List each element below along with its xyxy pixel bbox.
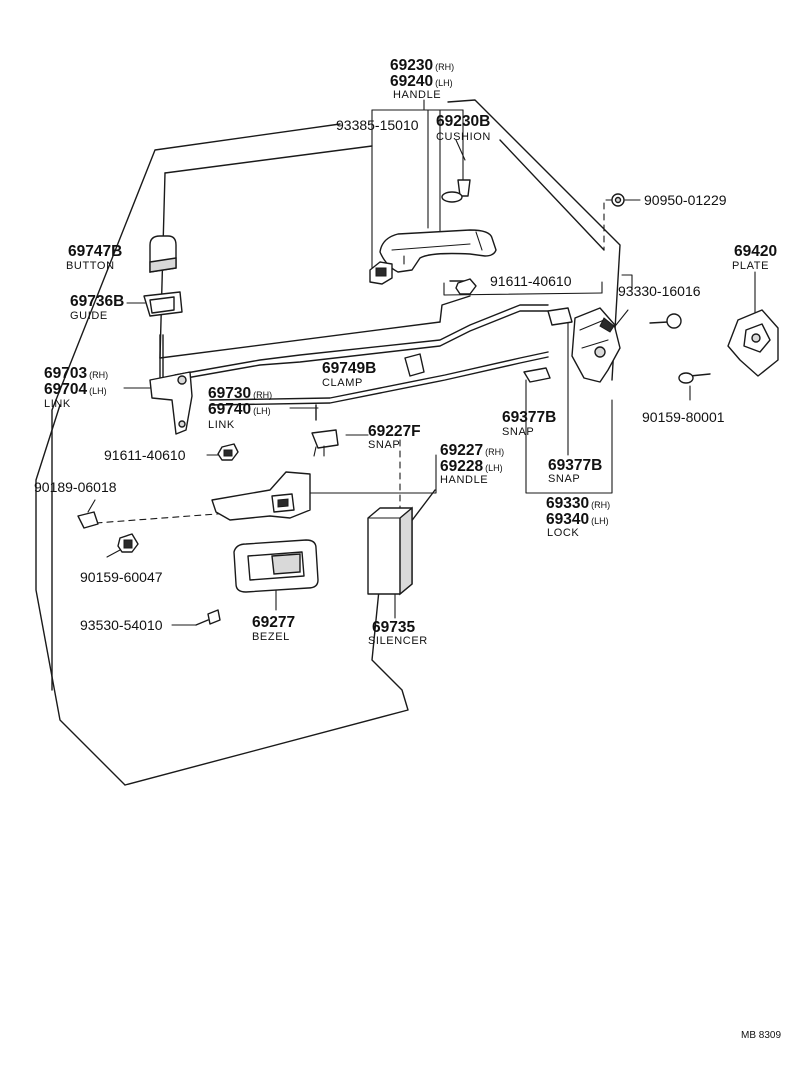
part-number: 69749B [322, 360, 376, 377]
cushion-screw-icon [441, 179, 471, 203]
label-clamp: 69749B CLAMP [322, 360, 376, 389]
part-name: LINK [44, 398, 71, 410]
svg-text:69730(RH): 69730(RH) [208, 385, 272, 402]
svg-text:69703(RH): 69703(RH) [44, 365, 108, 382]
label-nut-90189: 90189-06018 [34, 479, 117, 495]
part-name: HANDLE [440, 474, 488, 486]
part-number: 69227F [368, 423, 421, 440]
label-plate: 69420 PLATE [732, 243, 777, 272]
part-name: SNAP [502, 426, 534, 438]
screw-93330-icon [649, 313, 682, 329]
part-number: 69730 [208, 385, 251, 402]
part-name: SNAP [548, 473, 580, 485]
svg-text:69240(LH): 69240(LH) [390, 73, 453, 90]
label-cushion: 69230B CUSHION [436, 113, 491, 143]
button-icon [149, 235, 177, 273]
part-number: 69228 [440, 458, 483, 475]
label-outer-handle: 69230(RH) 69240(LH) HANDLE [390, 57, 454, 101]
nut-90189-icon [77, 511, 99, 529]
inner-handle-icon [211, 471, 311, 521]
screw-90159-80001-icon [678, 372, 711, 384]
label-button: 69747B BUTTON [66, 243, 122, 272]
part-name: GUIDE [70, 310, 108, 322]
svg-text:69740(LH): 69740(LH) [208, 401, 271, 418]
bolt-91611-mid-icon [217, 443, 239, 461]
leader-lines [87, 99, 756, 626]
svg-text:69228(LH): 69228(LH) [440, 458, 503, 475]
diagram-code: MB 8309 [741, 1030, 781, 1041]
svg-text:69330(RH): 69330(RH) [546, 495, 610, 512]
label-screw-93330: 93330-16016 [618, 283, 701, 299]
svg-text:69227(RH): 69227(RH) [440, 442, 504, 459]
part-number: 69227 [440, 442, 483, 459]
part-name: SNAP [368, 439, 400, 451]
svg-text:69230(RH): 69230(RH) [390, 57, 454, 74]
part-number: 69420 [734, 243, 777, 260]
screw-93530-icon [195, 609, 221, 626]
bezel-icon [233, 539, 319, 593]
label-bezel: 69277 BEZEL [252, 614, 295, 643]
clamp-icon [404, 353, 425, 377]
label-link-69730: 69730(RH) 69740(LH) LINK [208, 385, 272, 431]
part-number: 69377B [548, 457, 602, 474]
screw-90159-60047-icon [117, 533, 139, 553]
label-bolt-91611-mid: 91611-40610 [104, 447, 186, 463]
lock-assembly-icon [571, 307, 621, 383]
bolt-91611-top-icon [449, 278, 477, 295]
label-link-69703: 69703(RH) 69704(LH) LINK [44, 365, 108, 410]
part-name: LOCK [547, 527, 579, 539]
part-name: BEZEL [252, 631, 290, 643]
label-screw-93530: 93530-54010 [80, 617, 163, 633]
lock-rods [159, 304, 549, 421]
door-outline [35, 99, 621, 786]
part-name: BUTTON [66, 260, 115, 272]
label-inner-handle: 69227(RH) 69228(LH) HANDLE [440, 442, 504, 486]
part-number: 69735 [372, 619, 415, 636]
part-number: 69704 [44, 381, 87, 398]
label-snap-69377b-a: 69377B SNAP [502, 409, 556, 438]
guide-icon [143, 291, 183, 317]
part-number: 69740 [208, 401, 251, 418]
part-name: SILENCER [368, 635, 428, 647]
part-number: 69230B [436, 113, 490, 130]
snap-69227f-icon [311, 429, 339, 457]
part-number: 69377B [502, 409, 556, 426]
part-number: 69340 [546, 511, 589, 528]
label-lock: 69330(RH) 69340(LH) LOCK [546, 495, 610, 539]
part-number: 69703 [44, 365, 87, 382]
bolt-93385-icon [369, 261, 393, 285]
part-name: CLAMP [322, 377, 363, 389]
label-screw-90159-80001: 90159-80001 [642, 409, 725, 425]
label-screw-93385: 93385-15010 [336, 117, 419, 133]
part-name: CUSHION [436, 131, 491, 143]
striker-plate-icon [727, 309, 779, 377]
snap-69377b-b-icon [547, 307, 573, 326]
label-snap-69377b-b: 69377B SNAP [548, 457, 602, 485]
svg-text:69340(LH): 69340(LH) [546, 511, 609, 528]
silencer-icon [367, 506, 413, 596]
link-lever-icon [149, 371, 193, 435]
part-number: 69330 [546, 495, 589, 512]
label-guide: 69736B GUIDE [70, 293, 124, 322]
label-snap-69227f: 69227F SNAP [368, 423, 421, 451]
snap-69377b-a-icon [523, 367, 551, 383]
label-bolt-91611-top: 91611-40610 [490, 273, 572, 289]
part-name: LINK [208, 419, 235, 431]
svg-text:69704(LH): 69704(LH) [44, 381, 107, 398]
part-name: HANDLE [393, 89, 441, 101]
label-screw-90159-60047: 90159-60047 [80, 569, 163, 585]
outer-handle-icon [379, 229, 497, 273]
part-name: PLATE [732, 260, 769, 272]
nut-90950-icon [611, 193, 625, 207]
part-number: 69747B [68, 243, 122, 260]
part-number: 69736B [70, 293, 124, 310]
label-nut-90950: 90950-01229 [644, 192, 727, 208]
part-number: 69230 [390, 57, 433, 74]
label-silencer: 69735 SILENCER [368, 619, 428, 647]
part-number: 69277 [252, 614, 295, 631]
part-number: 69240 [390, 73, 433, 90]
